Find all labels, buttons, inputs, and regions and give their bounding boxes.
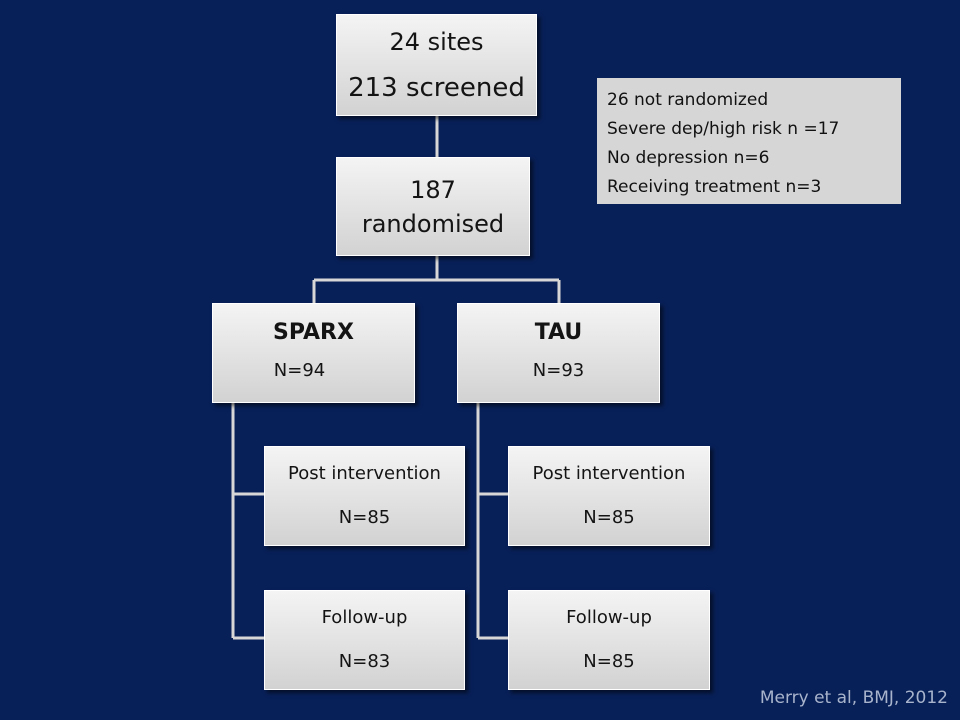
tau-post-n: N=85 (583, 507, 635, 528)
not-randomized-note: 26 not randomized Severe dep/high risk n… (597, 78, 901, 204)
note-line: 26 not randomized (607, 90, 769, 110)
sparx-followup-label: Follow-up (321, 607, 408, 628)
tau-follow-up-box: Follow-up N=85 (508, 590, 710, 690)
sparx-arm-name: SPARX (273, 320, 354, 345)
sparx-arm-box: SPARX N=94 (212, 303, 415, 403)
tau-followup-label: Follow-up (566, 607, 652, 628)
note-line: Severe dep/high risk n =17 (607, 119, 840, 139)
sparx-follow-up-box: Follow-up N=83 (264, 590, 465, 690)
sparx-post-n: N=85 (338, 507, 391, 528)
note-line: Receiving treatment n=3 (607, 177, 822, 197)
sparx-post-label: Post intervention (288, 463, 441, 484)
sites-screened-box: 24 sites 213 screened (336, 14, 537, 116)
citation: Merry et al, BMJ, 2012 (759, 688, 948, 708)
tau-arm-box: TAU N=93 (457, 303, 660, 403)
randomised-count: 187 (410, 175, 456, 204)
sparx-post-intervention-box: Post intervention N=85 (264, 446, 465, 546)
tau-arm-n: N=93 (532, 360, 585, 381)
randomised-box: 187 randomised (336, 157, 530, 256)
note-line: No depression n=6 (607, 148, 770, 168)
tau-arm-name: TAU (534, 320, 583, 345)
sparx-arm-n: N=94 (273, 360, 326, 381)
tau-post-intervention-box: Post intervention N=85 (508, 446, 710, 546)
tau-followup-n: N=85 (583, 651, 635, 672)
sites-count: 24 sites (389, 28, 484, 56)
sparx-followup-n: N=83 (338, 651, 391, 672)
tau-post-label: Post intervention (532, 463, 686, 484)
screened-count: 213 screened (348, 73, 525, 103)
randomised-label: randomised (361, 209, 505, 238)
